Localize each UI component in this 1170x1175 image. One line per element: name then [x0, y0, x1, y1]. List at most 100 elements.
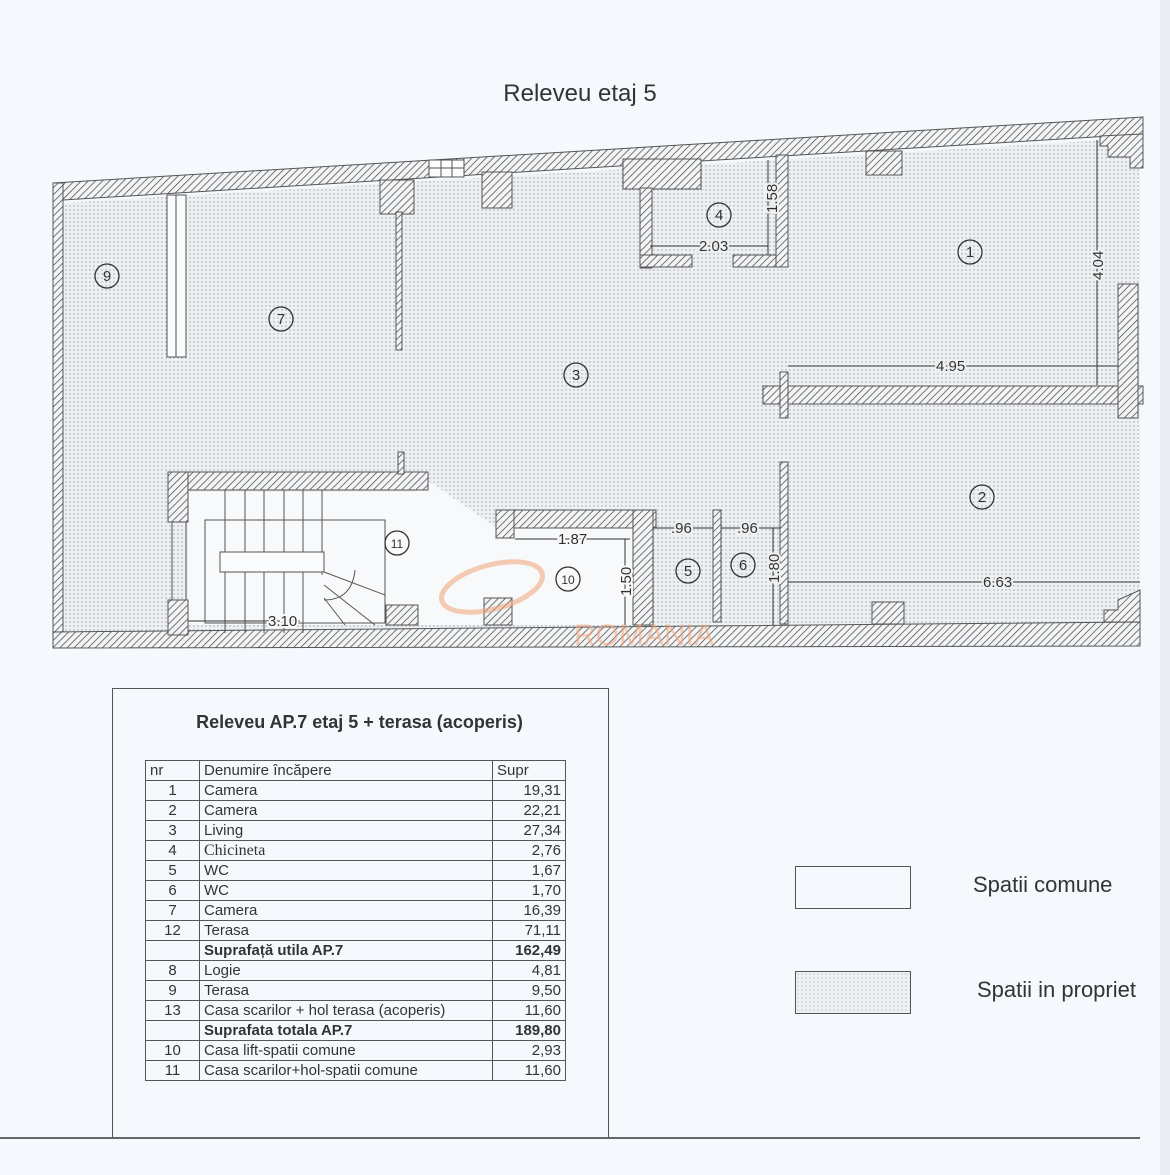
cell-nr: 5 — [145, 860, 200, 881]
room-marker-5: 5 — [675, 558, 701, 584]
svg-text:1: 1 — [966, 244, 974, 261]
cell-supr: 11,60 — [492, 1000, 566, 1021]
cell-supr: 1,67 — [492, 860, 566, 881]
cell-nr: 3 — [145, 820, 200, 841]
cell-supr: 27,34 — [492, 820, 566, 841]
cell-nr — [145, 940, 200, 961]
svg-text:9: 9 — [103, 268, 111, 285]
cell-supr: 9,50 — [492, 980, 566, 1001]
room-marker-3: 3 — [563, 362, 589, 388]
legend-swatch-common — [795, 866, 911, 909]
cell-nr: 7 — [145, 900, 200, 921]
cell-name: Terasa — [199, 980, 493, 1001]
dim-wc5-width: .96 — [671, 520, 692, 537]
dim-wc6-width: .96 — [737, 520, 758, 537]
cell-name: Suprafață utila AP.7 — [199, 940, 493, 961]
dim-elevator-depth: 1.50 — [618, 567, 635, 596]
cell-nr: 12 — [145, 920, 200, 941]
dim-room1-depth: 4.04 — [1090, 251, 1107, 280]
cell-supr: 4,81 — [492, 960, 566, 981]
cell-name: Casa lift-spatii comune — [199, 1040, 493, 1061]
cell-supr: 19,31 — [492, 780, 566, 801]
dim-wc-depth: 1.80 — [766, 554, 783, 583]
cell-name: Camera — [199, 900, 493, 921]
cell-name: WC — [199, 860, 493, 881]
cell-supr: 162,49 — [492, 940, 566, 961]
dim-room1-width: 4.95 — [936, 358, 965, 375]
plan-title: Releveu etaj 5 — [503, 80, 657, 107]
header-name: Denumire încăpere — [199, 760, 493, 781]
cell-supr: 2,93 — [492, 1040, 566, 1061]
cell-nr: 1 — [145, 780, 200, 801]
dim-kitchen-depth: 1.58 — [764, 184, 781, 213]
room-marker-6: 6 — [730, 552, 756, 578]
cell-name: Casa scarilor + hol terasa (acoperis) — [199, 1000, 493, 1021]
table-title: Releveu AP.7 etaj 5 + terasa (acoperis) — [196, 712, 523, 732]
room-marker-7: 7 — [268, 306, 294, 332]
floor-plan: ROMANIA 1 2 3 4 5 6 7 9 10 11 2.03 1.58 4.04 4.95… — [52, 116, 1144, 652]
svg-text:11: 11 — [391, 537, 404, 551]
cell-nr: 6 — [145, 880, 200, 901]
room-marker-11: 11 — [384, 530, 410, 556]
table-frame — [112, 688, 609, 1139]
dim-stair-width: 3.10 — [268, 613, 297, 630]
svg-text:4: 4 — [715, 207, 723, 224]
cell-nr: 11 — [145, 1060, 200, 1081]
svg-text:2: 2 — [978, 489, 986, 506]
dim-elevator-width: 1.87 — [558, 531, 587, 548]
cell-supr: 71,11 — [492, 920, 566, 941]
page-bottom-rule — [0, 1137, 1140, 1139]
dim-room2-width: 6.63 — [983, 574, 1012, 591]
svg-text:7: 7 — [277, 311, 285, 328]
page-edge — [1160, 0, 1170, 1175]
cell-name: Chicineta — [199, 840, 493, 861]
cell-supr: 189,80 — [492, 1020, 566, 1041]
room-markers: 1 2 3 4 5 6 7 9 10 11 — [94, 202, 995, 592]
cell-name: Logie — [199, 960, 493, 981]
cell-name: Living — [199, 820, 493, 841]
legend-swatch-private — [795, 971, 911, 1014]
cell-supr: 22,21 — [492, 800, 566, 821]
cell-nr: 9 — [145, 980, 200, 1001]
cell-nr: 2 — [145, 800, 200, 821]
window-top — [428, 159, 465, 178]
header-supr: Supr — [492, 760, 566, 781]
cell-name: Camera — [199, 800, 493, 821]
svg-text:3: 3 — [572, 367, 580, 384]
watermark-text: ROMANIA — [574, 619, 714, 652]
cell-supr: 16,39 — [492, 900, 566, 921]
svg-text:5: 5 — [684, 563, 692, 580]
cell-nr: 10 — [145, 1040, 200, 1061]
cell-name: Casa scarilor+hol-spatii comune — [199, 1060, 493, 1081]
room-marker-9: 9 — [94, 263, 120, 289]
railing — [166, 194, 187, 358]
dim-kitchen-width: 2.03 — [699, 238, 728, 255]
cell-nr: 8 — [145, 960, 200, 981]
svg-text:10: 10 — [561, 573, 575, 587]
room-marker-10: 10 — [555, 566, 581, 592]
cell-supr: 1,70 — [492, 880, 566, 901]
dimension-lines — [188, 140, 1140, 625]
cell-nr: 4 — [145, 840, 200, 861]
cell-name: WC — [199, 880, 493, 901]
walls — [52, 116, 1144, 649]
cell-name: Camera — [199, 780, 493, 801]
header-nr: nr — [145, 760, 200, 781]
watermark-logo: ROMANIA — [438, 559, 714, 652]
cell-name: Terasa — [199, 920, 493, 941]
legend-label-common: Spatii comune — [973, 872, 1113, 897]
cell-supr: 2,76 — [492, 840, 566, 861]
